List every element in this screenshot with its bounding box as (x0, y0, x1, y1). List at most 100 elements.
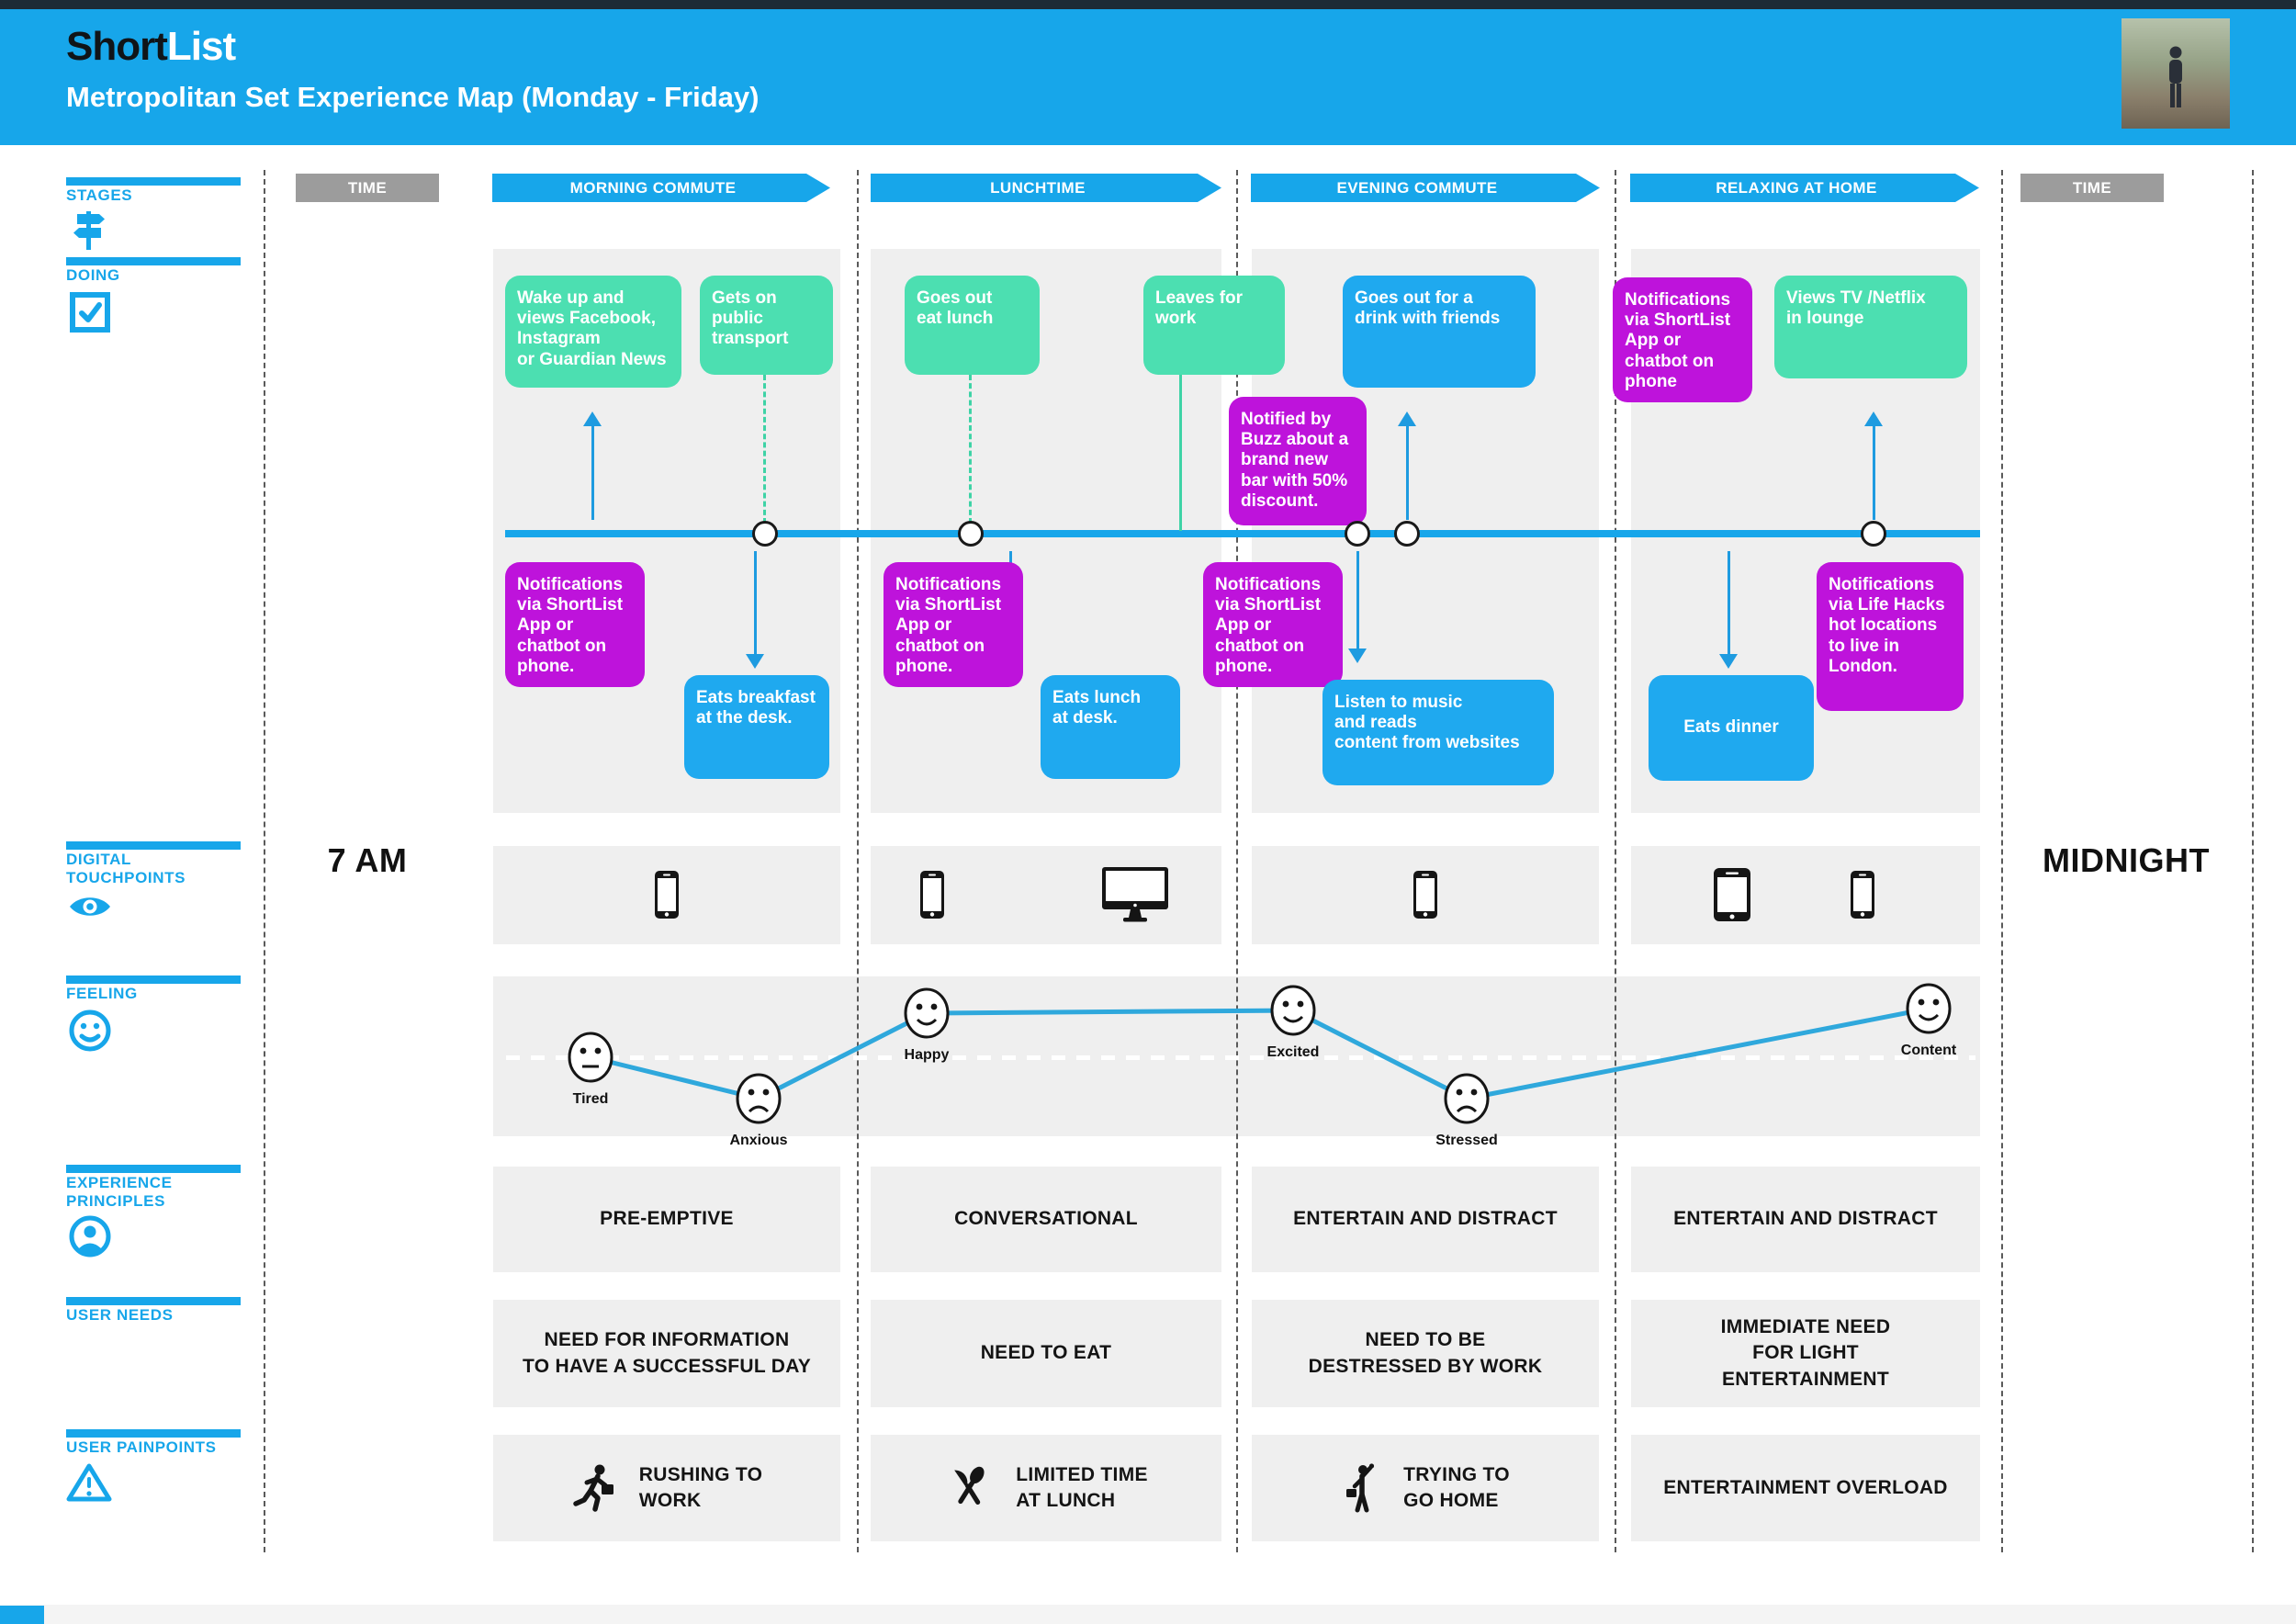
doing-box-morning-notifications: Notifications via ShortList App or chatb… (505, 562, 645, 687)
principle-lunch: CONVERSATIONAL (954, 1208, 1138, 1230)
column-separator (264, 170, 265, 1552)
doing-box-relax-dinner: Eats dinner (1649, 675, 1814, 781)
sidebar-label-touchpoints: DIGITAL TOUCHPOINTS (66, 851, 186, 887)
feeling-label: Anxious (729, 1133, 788, 1148)
feeling-label: Tired (572, 1091, 609, 1107)
doing-box-relax-notifications: Notifications via ShortList App or chatb… (1613, 277, 1752, 402)
feeling-label: Stressed (1435, 1133, 1498, 1148)
section-rule-stages (66, 177, 241, 186)
principle-morning: PRE-EMPTIVE (600, 1208, 734, 1230)
warning-icon (66, 1463, 112, 1502)
bottom-accent (0, 1606, 44, 1624)
need-relaxing: IMMEDIATE NEED FOR LIGHT ENTERTAINMENT (1720, 1315, 1891, 1390)
touchpoints-panel-relaxing (1631, 846, 1980, 944)
header-bar: ShortList Metropolitan Set Experience Ma… (0, 9, 2296, 145)
checkbox-icon (70, 292, 110, 333)
doing-box-relax-tv: Views TV /Netflix in lounge (1774, 276, 1967, 378)
sidebar-label-principles: EXPERIENCE PRINCIPLES (66, 1174, 173, 1211)
doing-box-evening-listen: Listen to music and reads content from w… (1322, 680, 1554, 785)
time-start-value: 7 AM (327, 841, 408, 879)
stage-header-lunchtime: LUNCHTIME (871, 174, 1221, 202)
need-lunch: NEED TO EAT (980, 1342, 1112, 1364)
principle-panel (493, 1167, 840, 1272)
feeling-face-happy (1905, 982, 1953, 1035)
need-panel (493, 1300, 840, 1407)
need-panel (871, 1300, 1221, 1407)
section-rule-doing (66, 257, 241, 265)
signpost-icon (73, 211, 105, 250)
sidebar-label-doing: DOING (66, 266, 120, 284)
feeling-label: Content (1900, 1043, 1957, 1058)
doing-box-lunch-eats: Eats lunch at desk. (1041, 675, 1180, 779)
hailing-person-icon (1346, 1463, 1375, 1513)
need-panel (1631, 1300, 1980, 1407)
painpoint-morning: RUSHING TO WORK (493, 1435, 840, 1541)
principle-panel (871, 1167, 1221, 1272)
smartphone-icon (1851, 871, 1874, 919)
feeling-label: Happy (904, 1047, 950, 1063)
timeline-node (1345, 521, 1370, 547)
section-rule-needs (66, 1297, 241, 1305)
painpoint-label: ENTERTAINMENT OVERLOAD (1663, 1476, 1948, 1498)
doing-box-lunch-leaves-for-work: Leaves for work (1143, 276, 1285, 375)
solid-connector (1179, 375, 1182, 531)
sidebar-label-needs: USER NEEDS (66, 1306, 174, 1324)
dashed-connector (969, 375, 972, 524)
column-separator (857, 170, 859, 1552)
logo-part1: Short (66, 24, 168, 69)
painpoint-evening: TRYING TO GO HOME (1252, 1435, 1599, 1541)
top-strip (0, 0, 2296, 9)
dashed-connector (763, 375, 766, 524)
feeling-label: Excited (1266, 1044, 1320, 1060)
stage-header-relaxing-at-home: RELAXING AT HOME (1630, 174, 1979, 202)
arrow-down (1719, 551, 1738, 669)
timeline-node (958, 521, 984, 547)
stage-header-morning-commute: MORNING COMMUTE (492, 174, 830, 202)
timeline-node (1861, 521, 1886, 547)
doing-box-morning-transport: Gets on public transport (700, 276, 833, 375)
painpoint-label: TRYING TO GO HOME (1403, 1463, 1510, 1511)
doing-box-evening-drink: Goes out for a drink with friends (1343, 276, 1536, 388)
time-header-left: TIME (296, 174, 439, 202)
arrow-up (1398, 412, 1416, 520)
smartphone-icon (1413, 871, 1437, 919)
feeling-face-neutral (567, 1031, 614, 1084)
doing-box-morning-wake: Wake up and views Facebook, Instagram or… (505, 276, 681, 388)
arrow-down (1348, 551, 1367, 663)
principle-panel (1631, 1167, 1980, 1272)
doing-box-evening-notifications: Notifications via ShortList App or chatb… (1203, 562, 1343, 687)
section-rule-painpoints (66, 1429, 241, 1438)
smartphone-icon (920, 871, 944, 919)
arrow-up (583, 412, 602, 520)
principle-relaxing: ENTERTAIN AND DISTRACT (1673, 1208, 1938, 1230)
column-separator (2001, 170, 2003, 1552)
desktop-icon (1102, 867, 1168, 922)
arrow-up (1864, 412, 1883, 520)
person-silhouette-icon (2169, 46, 2182, 107)
principle-panel (1252, 1167, 1599, 1272)
section-rule-feeling (66, 976, 241, 984)
column-separator (2252, 170, 2254, 1552)
painpoint-relaxing: ENTERTAINMENT OVERLOAD (1631, 1435, 1980, 1541)
doing-box-lunch-notifications: Notifications via ShortList App or chatb… (884, 562, 1023, 687)
page-title: Metropolitan Set Experience Map (Monday … (66, 81, 760, 113)
sidebar-label-painpoints: USER PAINPOINTS (66, 1438, 217, 1456)
tablet-icon (1714, 868, 1750, 921)
need-evening: NEED TO BE DESTRESSED BY WORK (1308, 1329, 1543, 1377)
column-separator (1615, 170, 1616, 1552)
painpoint-panel (493, 1435, 840, 1541)
person-icon (69, 1215, 111, 1257)
running-person-icon (573, 1464, 613, 1512)
smiley-icon (69, 1009, 111, 1052)
doing-box-lunch-goes-out: Goes out eat lunch (905, 276, 1040, 375)
feeling-line (590, 1006, 1930, 1101)
sidebar-label-feeling: FEELING (66, 985, 138, 1002)
feeling-face-happy (1269, 984, 1317, 1037)
column-separator (1236, 170, 1238, 1552)
painpoint-label: LIMITED TIME AT LUNCH (1016, 1463, 1148, 1511)
stage-header-evening-commute: EVENING COMMUTE (1251, 174, 1600, 202)
doing-box-evening-buzz: Notified by Buzz about a brand new bar w… (1229, 397, 1367, 525)
feeling-face-sad (1443, 1072, 1491, 1125)
profile-photo (2122, 18, 2230, 129)
painpoint-lunch: LIMITED TIME AT LUNCH (871, 1435, 1221, 1541)
